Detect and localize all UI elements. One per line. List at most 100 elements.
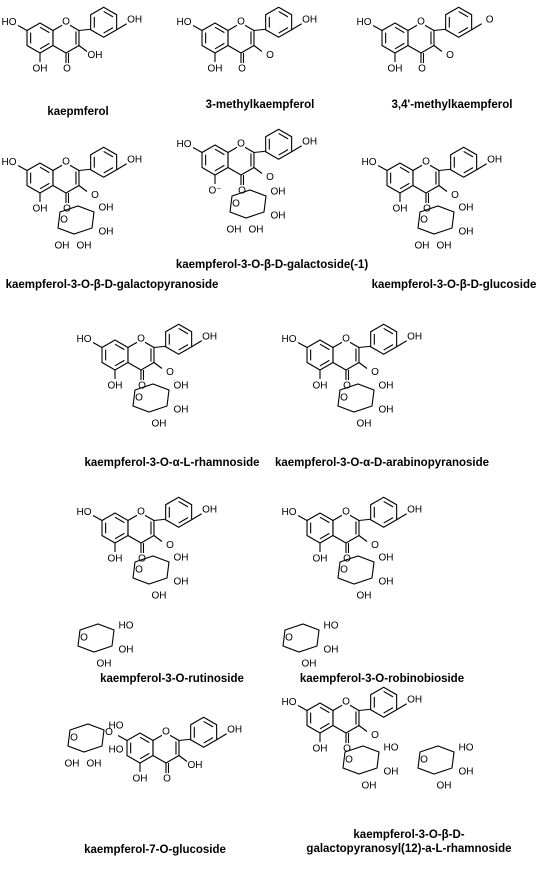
sugar-hydroxyl: OH — [459, 767, 474, 778]
double-bond — [463, 167, 474, 174]
ring-bond — [190, 716, 218, 748]
sugar-ring — [132, 555, 170, 585]
sugar-ring — [77, 623, 115, 653]
double-bond — [383, 517, 394, 524]
double-bond — [399, 182, 410, 190]
sugar-hydroxyl: OH — [357, 591, 372, 602]
bond — [191, 340, 202, 348]
sugar-hydroxyl: OH — [174, 553, 189, 564]
double-bond — [383, 327, 394, 335]
bond — [178, 755, 188, 762]
substituent-3: O — [166, 540, 174, 551]
bond — [153, 518, 166, 522]
substituent-4prime: OH — [302, 136, 317, 147]
substituent-3: O — [371, 367, 379, 378]
bond — [253, 150, 266, 154]
sugar-hydroxyl: OH — [271, 211, 286, 222]
substituent-5: OH — [133, 774, 148, 785]
double-bond — [394, 26, 405, 34]
substituent-7: HO — [77, 334, 92, 345]
ring-bond — [370, 323, 398, 355]
substituent-5: OH — [33, 64, 48, 75]
bond — [92, 515, 103, 521]
sugar-hydroxyl: OH — [174, 405, 189, 416]
bond — [153, 345, 166, 349]
ring-oxygen: O — [62, 17, 70, 28]
double-bond — [383, 690, 394, 698]
substituent-3: OH — [187, 760, 202, 771]
sugar-ring — [67, 723, 105, 753]
sugar-ring — [57, 205, 95, 235]
substituent-5: OH — [388, 64, 403, 75]
ring-oxygen: O — [342, 334, 350, 345]
bond — [396, 703, 407, 711]
ring-oxygen: O — [62, 157, 70, 168]
sugar-ring-oxygen: O — [420, 215, 428, 226]
compound-name: 3,4'-methylkaempferol — [392, 99, 513, 111]
double-bond — [319, 343, 330, 351]
carbonyl-oxygen: O — [138, 381, 146, 392]
bond — [192, 147, 203, 153]
double-bond — [278, 149, 289, 156]
substituent-3: O — [266, 50, 274, 61]
substituent-7: HO — [282, 697, 297, 708]
double-bond — [178, 344, 189, 351]
substituent-3: O — [91, 190, 99, 201]
sugar-hydroxyl: OH — [119, 645, 134, 656]
sugar-hydroxyl: OH — [384, 767, 399, 778]
bond — [153, 362, 163, 369]
substituent-4prime: OH — [407, 331, 422, 342]
substituent-4prime: OH — [487, 154, 502, 165]
bond — [17, 165, 28, 171]
sugar-hydroxyl: OH — [379, 405, 394, 416]
compound-name: galactopyranosyl(12)-a-L-rhamnoside — [306, 843, 511, 855]
bond — [78, 168, 91, 172]
bond — [396, 513, 407, 521]
substituent-5: OH — [313, 554, 328, 565]
double-bond — [214, 164, 225, 172]
sugar-hydroxyl: OH — [324, 645, 339, 656]
sugar-hydroxyl: OH — [437, 241, 452, 252]
sugar-hydroxyl: OH — [174, 577, 189, 588]
sugar-ring — [417, 205, 455, 235]
sugar-hydroxyl: HO — [109, 745, 124, 756]
bond — [116, 163, 127, 171]
substituent-4prime: OH — [202, 504, 217, 515]
sugar-hydroxyl: OH — [459, 227, 474, 238]
double-bond — [39, 42, 50, 50]
sugar-hydroxyl: HO — [459, 743, 474, 754]
compound-name: 3-methylkaempferol — [206, 99, 315, 111]
double-bond — [203, 737, 214, 744]
substituent-3: O — [371, 730, 379, 741]
substituent-3: O — [266, 172, 274, 183]
double-bond — [103, 27, 114, 34]
bond — [117, 735, 128, 741]
sugar-ring-oxygen: O — [420, 755, 428, 766]
substituent-5: OH — [33, 204, 48, 215]
double-bond — [214, 26, 225, 34]
double-bond — [178, 327, 189, 335]
sugar-ring-oxygen: O — [135, 565, 143, 576]
bond — [291, 145, 302, 153]
double-bond — [399, 166, 410, 174]
sugar-hydroxyl: HO — [384, 743, 399, 754]
compound-name: kaempferol-3-O-β-D-glucoside — [372, 279, 537, 291]
bond — [433, 45, 443, 52]
bond — [297, 342, 308, 348]
sugar-ring-oxygen: O — [232, 199, 240, 210]
bond — [372, 25, 383, 31]
carbonyl-oxygen: O — [238, 64, 246, 75]
sugar-hydroxyl: HO — [324, 621, 339, 632]
bond — [291, 23, 302, 31]
ring-oxygen: O — [422, 157, 430, 168]
substituent-4prime: OH — [302, 14, 317, 25]
substituent-3: O — [451, 190, 459, 201]
ring-oxygen: O — [162, 727, 170, 738]
double-bond — [383, 500, 394, 508]
bond — [253, 28, 266, 32]
substituent-5: OH — [108, 554, 123, 565]
